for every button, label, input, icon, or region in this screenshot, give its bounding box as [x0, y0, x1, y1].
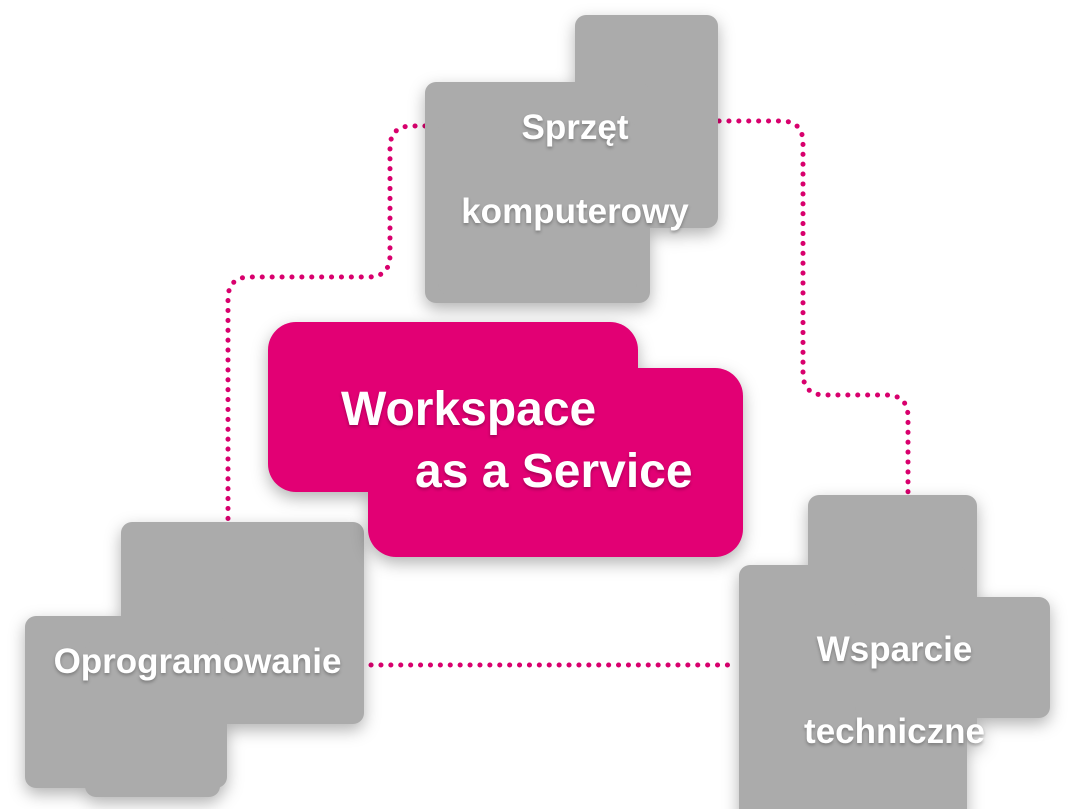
center-title-line1: Workspace [341, 383, 597, 436]
center-title-line2: as a Service [415, 445, 693, 498]
node-hardware-line1: Sprzęt [521, 108, 629, 147]
box-segment [368, 368, 743, 557]
connector-top-to-left [225, 123, 428, 522]
node-support-label: Wsparcie techniczne [739, 629, 1050, 752]
node-support: Wsparcie techniczne [739, 495, 1050, 809]
box-segment [855, 597, 1050, 718]
node-hardware-label: Sprzęt komputerowy [425, 107, 725, 233]
node-support-line1: Wsparcie [816, 630, 973, 669]
node-software-label: Oprogramowanie [53, 642, 342, 681]
node-software: Oprogramowanie [25, 522, 364, 797]
connector-top-to-right [716, 118, 911, 505]
box-segment [438, 120, 637, 295]
node-workspace-center: Workspace as a Service [268, 322, 743, 557]
node-hardware-line2: komputerowy [461, 192, 689, 231]
node-support-line2: techniczne [804, 712, 985, 751]
node-hardware: Sprzęt komputerowy [425, 15, 718, 303]
box-segment [85, 640, 220, 797]
